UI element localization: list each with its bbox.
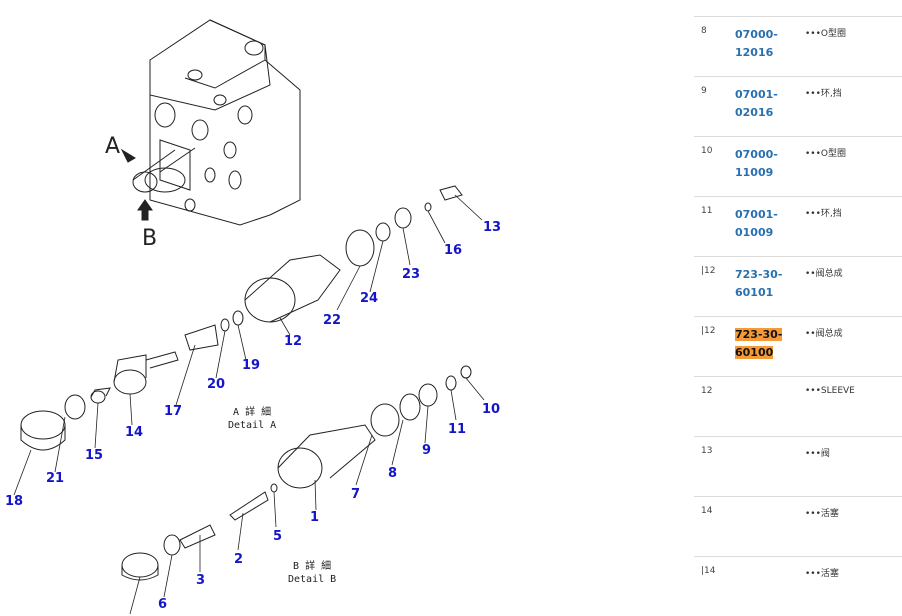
exploded-parts-diagram: A B A 詳 細 Detail A B 詳 細 Detail B 1 2 3 … xyxy=(5,19,502,615)
parts-list: 8 07000-12016 •••O型圈 9 07001-02016 •••环,… xyxy=(694,16,902,616)
callout-3[interactable]: 3 xyxy=(196,573,206,588)
part-number-link[interactable]: 07001-01009 xyxy=(735,208,778,239)
parts-row[interactable]: 12 •••SLEEVE xyxy=(694,376,902,436)
part-description: •••阀 xyxy=(805,449,830,459)
callout-14[interactable]: 14 xyxy=(125,425,144,440)
detail-b-parts xyxy=(121,365,472,581)
part-number-link[interactable]: 07001-02016 xyxy=(735,88,778,119)
row-index: 11 xyxy=(701,206,713,216)
callout-16[interactable]: 16 xyxy=(444,243,463,258)
part-number-link-highlighted[interactable]: 723-30-60100 xyxy=(735,328,783,359)
row-index: 9 xyxy=(701,86,707,96)
callout-15[interactable]: 15 xyxy=(85,448,104,463)
callout-11[interactable]: 11 xyxy=(448,422,467,437)
part-number-link[interactable]: 07000-11009 xyxy=(735,148,778,179)
part-description: •••活塞 xyxy=(805,569,839,579)
callout-8[interactable]: 8 xyxy=(388,466,398,481)
row-index: 14 xyxy=(701,506,713,516)
row-index: 12 xyxy=(701,386,713,396)
part-number-link[interactable]: 07000-12016 xyxy=(735,28,778,59)
callout-22[interactable]: 22 xyxy=(323,313,342,328)
callout-21[interactable]: 21 xyxy=(46,471,65,486)
detail-b-en: Detail B xyxy=(288,574,337,585)
row-index: |12 xyxy=(701,266,716,276)
callout-18[interactable]: 18 xyxy=(5,494,24,509)
parts-row[interactable]: 8 07000-12016 •••O型圈 xyxy=(694,16,902,76)
parts-row[interactable]: 9 07001-02016 •••环,挡 xyxy=(694,76,902,136)
callout-19[interactable]: 19 xyxy=(242,358,261,373)
detail-a-parts xyxy=(20,185,463,451)
parts-row[interactable]: |14 •••活塞 xyxy=(694,556,902,616)
callout-20[interactable]: 20 xyxy=(207,377,226,392)
detail-a-caption: A 詳 細 Detail A xyxy=(228,406,276,432)
callout-5[interactable]: 5 xyxy=(273,529,283,544)
callout-10[interactable]: 10 xyxy=(482,402,501,417)
leader-lines xyxy=(13,194,485,615)
parts-row-selected[interactable]: |12 723-30-60100 ••阀总成 xyxy=(694,316,902,376)
parts-row[interactable]: 11 07001-01009 •••环,挡 xyxy=(694,196,902,256)
view-label-b: B xyxy=(142,226,158,251)
parts-row[interactable]: 10 07000-11009 •••O型圈 xyxy=(694,136,902,196)
part-description: •••O型圈 xyxy=(805,149,847,159)
callout-24[interactable]: 24 xyxy=(360,291,379,306)
row-index: 13 xyxy=(701,446,713,456)
part-number-link[interactable]: 723-30-60101 xyxy=(735,268,783,299)
parts-row[interactable]: 13 •••阀 xyxy=(694,436,902,496)
row-index: 10 xyxy=(701,146,713,156)
row-index: |14 xyxy=(701,566,716,576)
part-description: ••阀总成 xyxy=(805,269,843,279)
callout-17[interactable]: 17 xyxy=(164,404,183,419)
row-index: 8 xyxy=(701,26,707,36)
callout-9[interactable]: 9 xyxy=(422,443,432,458)
part-description: ••阀总成 xyxy=(805,329,843,339)
detail-b-caption: B 詳 細 Detail B xyxy=(288,560,336,586)
detail-a-cn: A 詳 細 xyxy=(233,407,272,418)
part-description: •••环,挡 xyxy=(805,209,842,219)
callout-7[interactable]: 7 xyxy=(351,487,361,502)
valve-body-housing xyxy=(132,19,301,226)
callout-6[interactable]: 6 xyxy=(158,597,168,612)
callout-23[interactable]: 23 xyxy=(402,267,421,282)
part-description: •••SLEEVE xyxy=(805,386,855,396)
view-label-a: A xyxy=(105,134,121,159)
callout-1[interactable]: 1 xyxy=(310,510,320,525)
row-index: |12 xyxy=(701,326,716,336)
callout-2[interactable]: 2 xyxy=(234,552,244,567)
diagram-drawing xyxy=(13,19,485,615)
parts-row[interactable]: 14 •••活塞 xyxy=(694,496,902,556)
part-description: •••环,挡 xyxy=(805,89,842,99)
parts-row[interactable]: |12 723-30-60101 ••阀总成 xyxy=(694,256,902,316)
detail-b-cn: B 詳 細 xyxy=(293,561,332,572)
part-description: •••O型圈 xyxy=(805,29,847,39)
callout-12[interactable]: 12 xyxy=(284,334,303,349)
part-description: •••活塞 xyxy=(805,509,839,519)
view-b-arrow xyxy=(137,199,153,221)
callout-13[interactable]: 13 xyxy=(483,220,502,235)
view-a-arrow xyxy=(120,148,136,163)
detail-a-en: Detail A xyxy=(228,420,277,431)
